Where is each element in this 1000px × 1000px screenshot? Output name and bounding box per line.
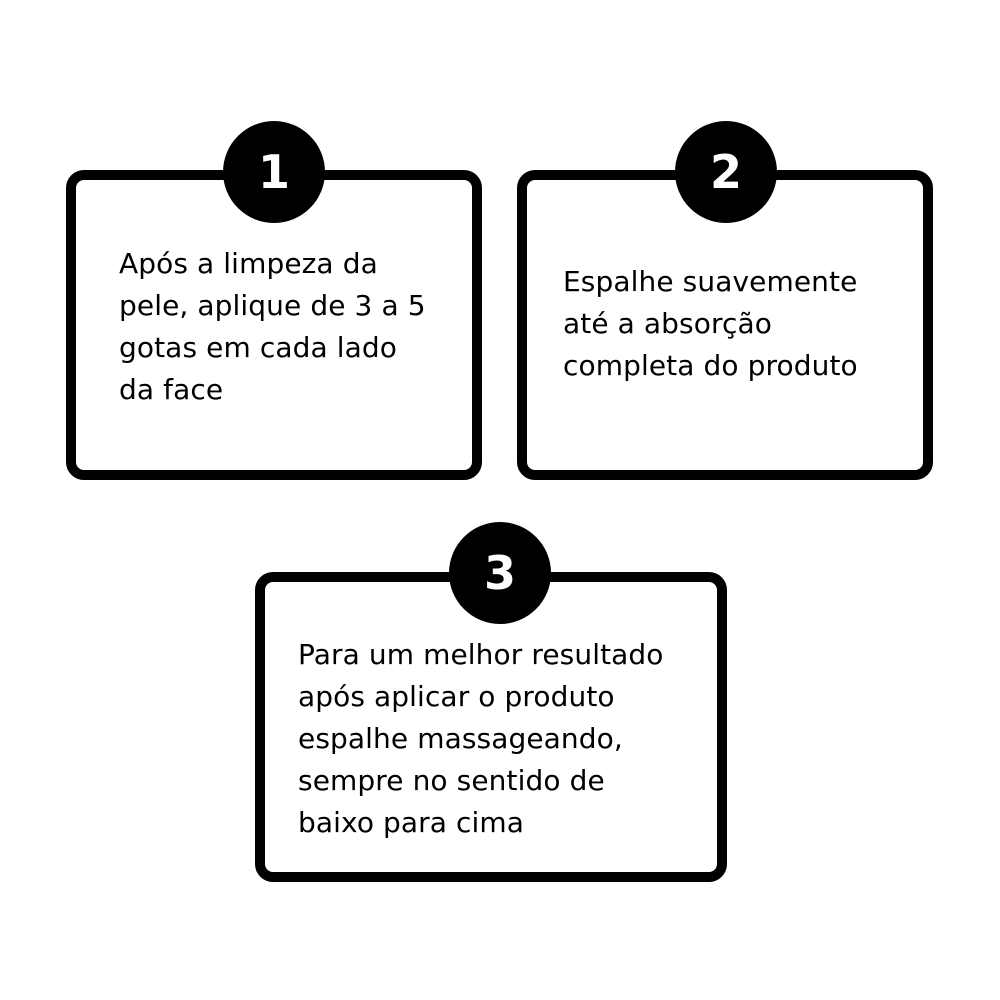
step-3-text-line: Para um melhor resultado — [298, 638, 664, 671]
step-1-text-line: Após a limpeza da — [119, 247, 378, 280]
step-1-text-line: da face — [119, 373, 224, 406]
step-2-number-badge: 2 — [675, 121, 777, 223]
step-3-text-line: após aplicar o produto — [298, 680, 615, 713]
step-3-text-line: sempre no sentido de — [298, 764, 605, 797]
step-3-text: Para um melhor resultado após aplicar o … — [298, 634, 664, 844]
step-1-text-line: pele, aplique de 3 a 5 — [119, 289, 426, 322]
step-3-card — [255, 572, 727, 882]
step-2-text-line: completa do produto — [563, 349, 858, 382]
step-3-text-line: espalhe massageando, — [298, 722, 623, 755]
step-3-text-line: baixo para cima — [298, 806, 525, 839]
step-1-text-line: gotas em cada lado — [119, 331, 397, 364]
step-2-text-line: até a absorção — [563, 307, 772, 340]
step-3-number-badge: 3 — [449, 522, 551, 624]
step-2-text: Espalhe suavemente até a absorção comple… — [563, 261, 858, 387]
step-1-number-badge: 1 — [223, 121, 325, 223]
step-2-text-line: Espalhe suavemente — [563, 265, 858, 298]
step-1-text: Após a limpeza da pele, aplique de 3 a 5… — [119, 243, 426, 411]
